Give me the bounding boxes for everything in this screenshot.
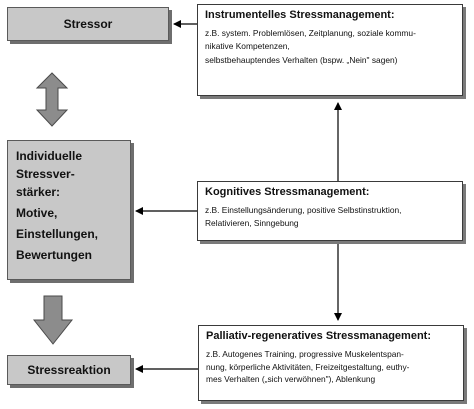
cognitive-body: z.B. Einstellungsänderung, positive Selb… — [205, 204, 456, 229]
cognitive-line: Relativieren, Sinngebung — [205, 217, 299, 228]
down-block-arrow — [32, 295, 74, 345]
palliative-line: z.B. Autogenes Training, progressive Mus… — [206, 349, 404, 359]
instrumental-line: selbstbehauptendes Verhalten (bspw. „Nei… — [205, 55, 398, 65]
amplifier-line: Motive, — [16, 206, 58, 220]
stressor-box: Stressor — [7, 7, 169, 41]
amplifier-line: Stressver- — [16, 167, 75, 181]
amplifier-line: Individuelle — [16, 149, 83, 163]
instrumental-line: nikative Kompetenzen, — [205, 40, 290, 51]
stressor-label: Stressor — [63, 17, 113, 31]
stress-reaction-box: Stressreaktion — [7, 355, 131, 385]
amplifier-line: Einstellungen, — [16, 227, 99, 241]
instrumental-body: z.B. system. Problemlösen, Zeitplanung, … — [205, 27, 456, 67]
cognitive-line: z.B. Einstellungsänderung, positive Selb… — [205, 205, 402, 215]
palliative-management-box: Palliativ-regeneratives Stressmanagement… — [198, 325, 464, 401]
amplifier-line: Bewertungen — [16, 248, 93, 262]
palliative-title: Palliativ-regeneratives Stressmanagement… — [206, 330, 431, 342]
cognitive-management-box: Kognitives Stressmanagement: z.B. Einste… — [197, 181, 463, 241]
stress-amplifier-box: Individuelle Stressver- stärker: Motive,… — [7, 140, 131, 280]
palliative-line: mes Verhalten („sich verwöhnen"), Ablenk… — [206, 374, 376, 384]
double-block-arrow — [35, 72, 69, 127]
cognitive-title: Kognitives Stressmanagement: — [205, 186, 370, 198]
instrumental-line: z.B. system. Problemlösen, Zeitplanung, … — [205, 28, 416, 38]
palliative-body: z.B. Autogenes Training, progressive Mus… — [206, 348, 457, 386]
palliative-line: nung, körperliche Aktivitäten, Freizeitg… — [206, 361, 410, 372]
amplifier-line: stärker: — [16, 185, 61, 199]
stress-reaction-label: Stressreaktion — [27, 363, 111, 377]
instrumental-management-box: Instrumentelles Stressmanagement: z.B. s… — [197, 4, 463, 96]
instrumental-title: Instrumentelles Stressmanagement: — [205, 9, 395, 21]
